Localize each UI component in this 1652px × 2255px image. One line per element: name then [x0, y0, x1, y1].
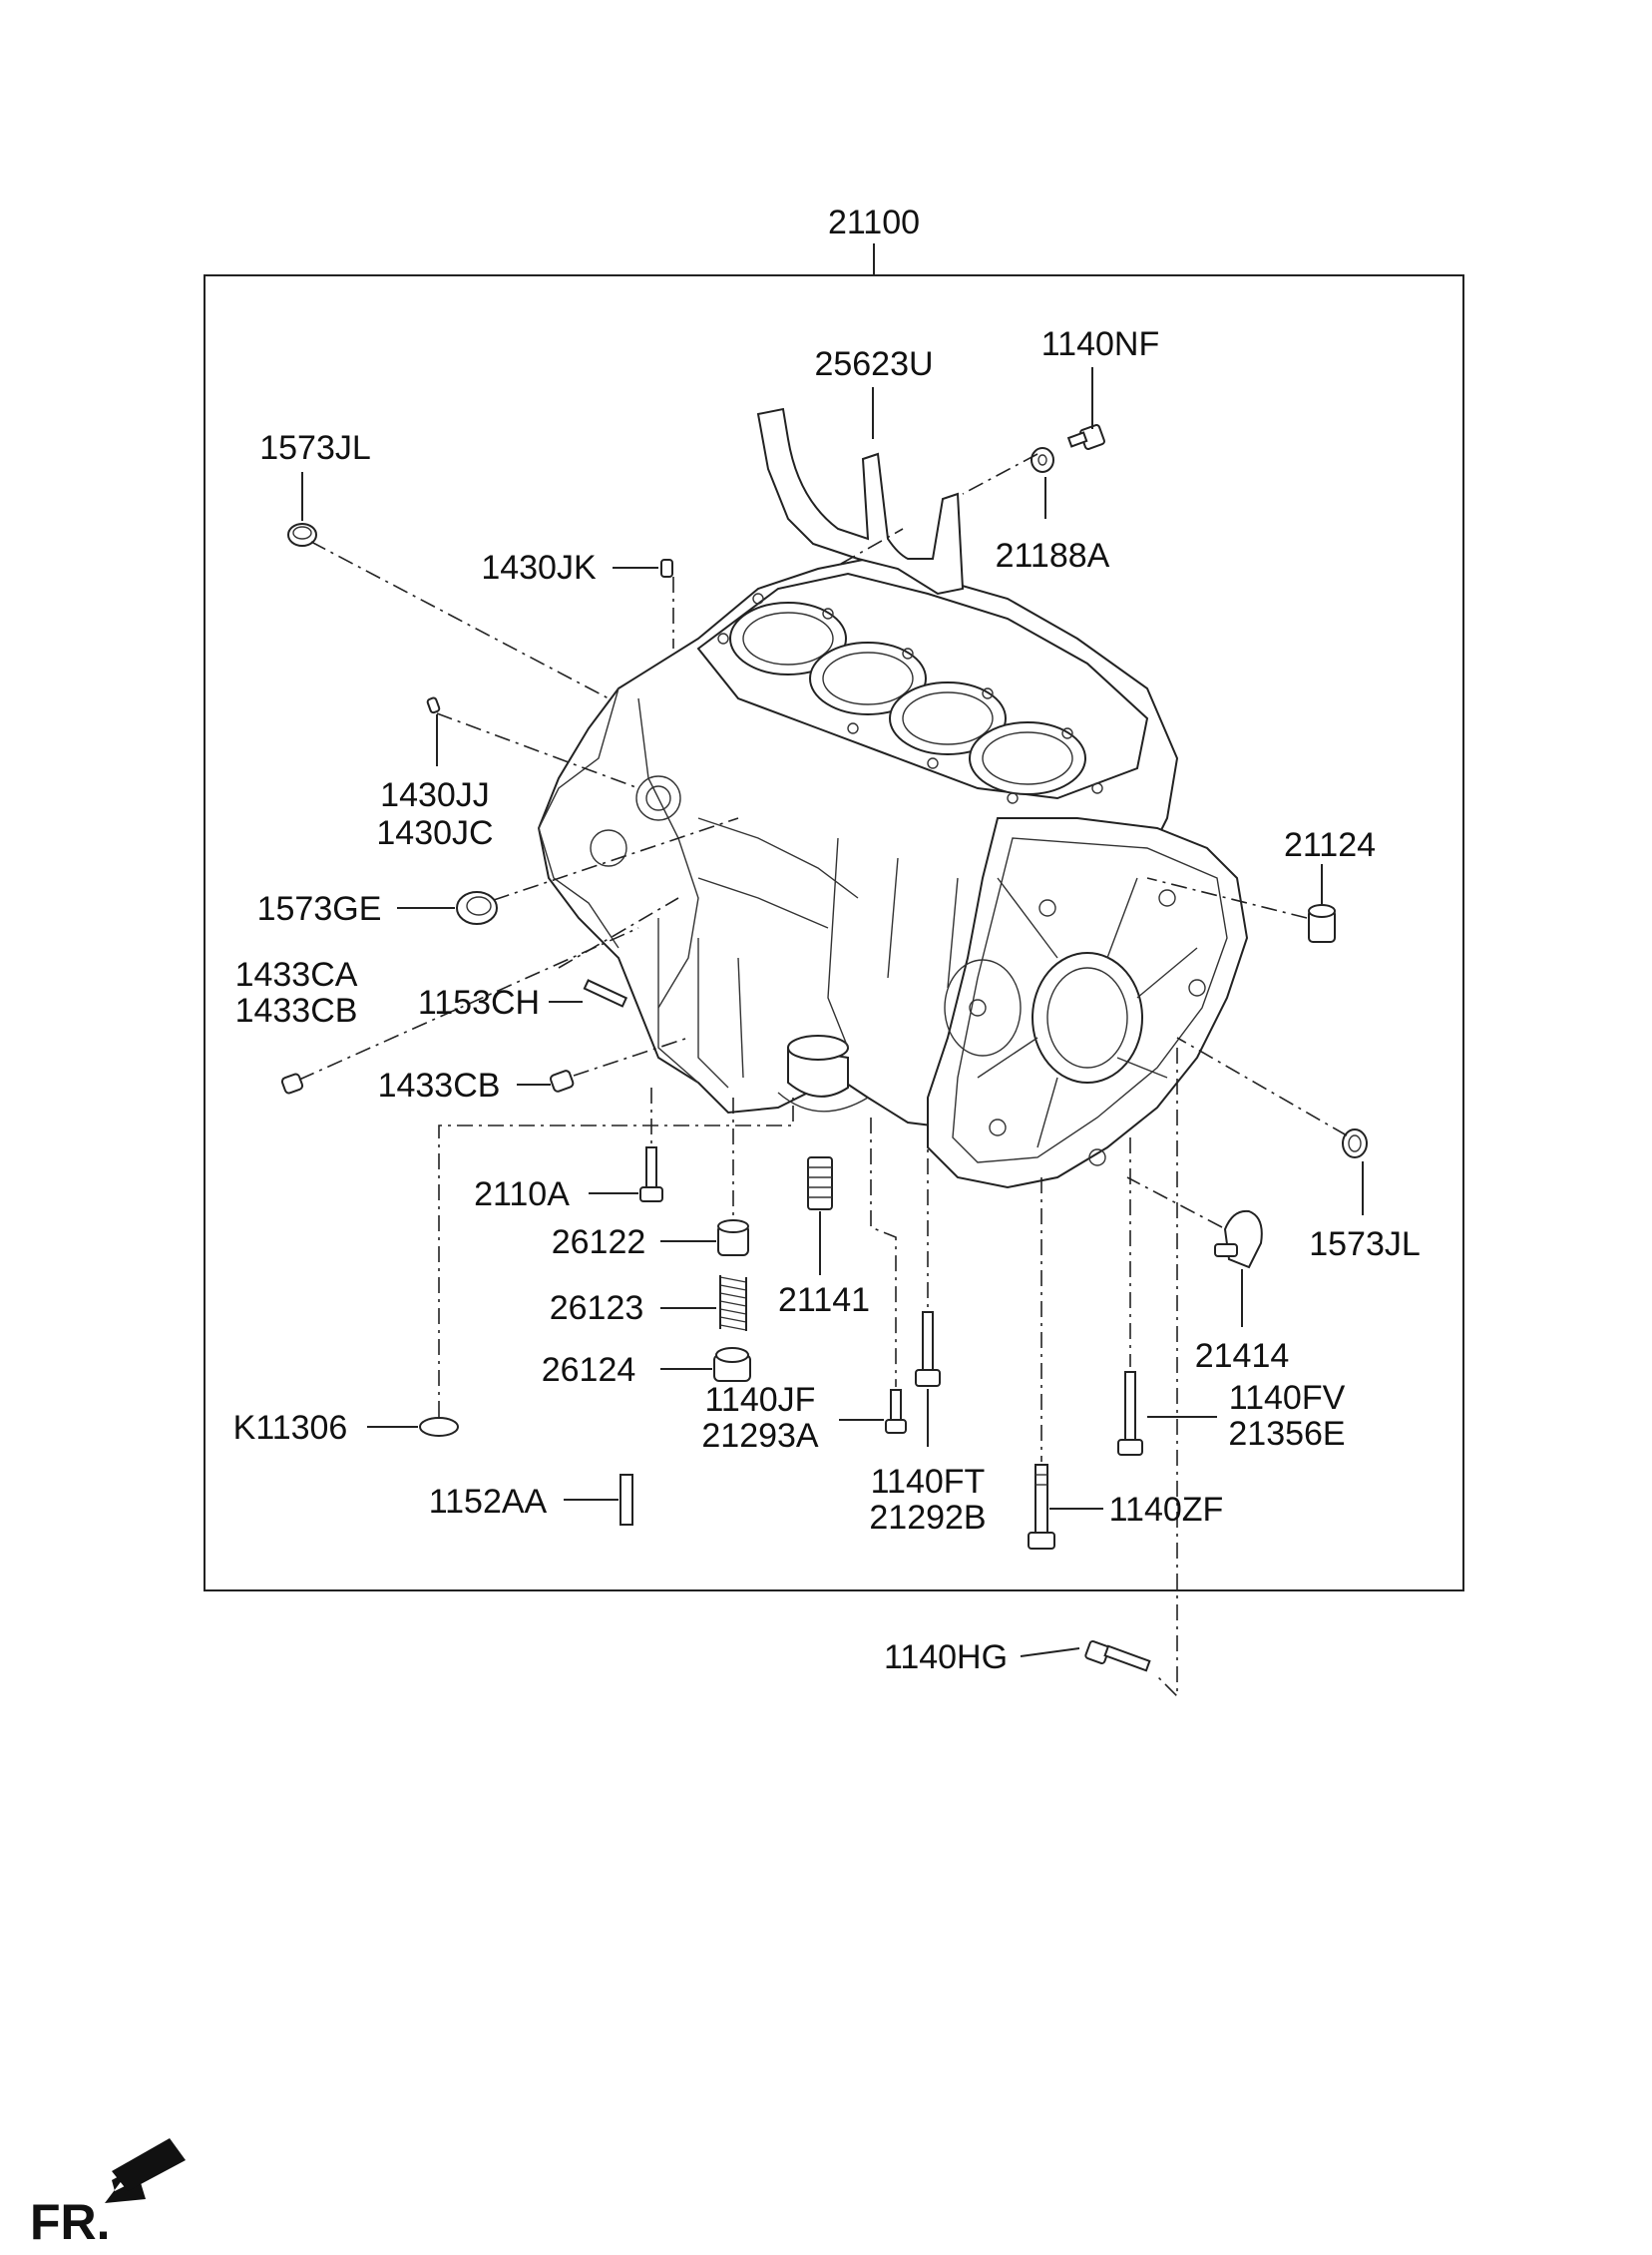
label-21124: 21124	[1284, 826, 1376, 864]
stud-1153CH	[583, 979, 628, 1008]
stud-21141	[807, 1156, 833, 1210]
cylinder-bore-1	[729, 602, 847, 676]
label-1573JL-top: 1573JL	[259, 429, 371, 467]
bolt-1140FV	[1117, 1371, 1143, 1456]
label-1140FT: 1140FT	[871, 1463, 986, 1501]
cylinder-bore-4	[969, 721, 1086, 795]
label-1140JF: 1140JF	[705, 1381, 816, 1419]
cylinder-block-illustration	[537, 557, 1249, 1189]
label-1140NF: 1140NF	[1041, 325, 1159, 363]
plug-1433CB	[549, 1070, 575, 1093]
label-1140FV: 1140FV	[1229, 1379, 1346, 1417]
label-25623U: 25623U	[814, 345, 933, 383]
label-26124: 26124	[542, 1351, 636, 1389]
label-1152AA: 1152AA	[429, 1483, 548, 1521]
label-1430JK: 1430JK	[481, 549, 597, 587]
pin-1430JK	[660, 559, 673, 578]
front-label: FR.	[30, 2194, 111, 2250]
sensor-21414	[1214, 1209, 1263, 1269]
label-21356E: 21356E	[1228, 1415, 1345, 1453]
cylinder-bore-2	[809, 642, 927, 715]
label-1433CB: 1433CB	[378, 1067, 501, 1105]
label-1573GE: 1573GE	[257, 890, 382, 928]
stud-1152AA	[620, 1474, 633, 1526]
bolt-1140ZF	[1028, 1464, 1055, 1550]
label-21414: 21414	[1195, 1337, 1290, 1375]
label-21293A: 21293A	[701, 1417, 819, 1455]
label-1573JL-right: 1573JL	[1309, 1225, 1421, 1263]
seal-1573GE	[456, 891, 498, 925]
plug-1573JL-right	[1342, 1128, 1368, 1158]
label-21141: 21141	[778, 1281, 870, 1319]
label-21188A: 21188A	[996, 537, 1110, 575]
label-2110A: 2110A	[474, 1175, 570, 1213]
bolt-1140NF	[1066, 424, 1105, 450]
label-1433CA: 1433CA	[235, 956, 358, 994]
label-1430JC: 1430JC	[376, 814, 493, 852]
bolt-1140FT	[915, 1311, 941, 1387]
crank-seal-bore	[1032, 952, 1143, 1084]
o-ring-K11306	[419, 1417, 459, 1437]
front-direction-indicator: FR.	[30, 2138, 186, 2250]
label-K11306: K11306	[233, 1409, 348, 1447]
bolt-1140HG	[1084, 1639, 1151, 1672]
timing-guard-25623U	[756, 407, 965, 596]
label-26123: 26123	[550, 1289, 644, 1327]
assembly-frame	[204, 274, 1464, 1591]
bolt-2110A	[639, 1146, 663, 1202]
label-1433CB-left: 1433CB	[235, 992, 358, 1030]
label-1140ZF: 1140ZF	[1109, 1491, 1224, 1529]
label-21292B: 21292B	[869, 1499, 986, 1537]
label-1430JJ: 1430JJ	[380, 776, 490, 814]
label-1140HG: 1140HG	[884, 1638, 1008, 1676]
label-1153CH: 1153CH	[418, 984, 540, 1022]
plug-26124	[713, 1347, 751, 1382]
pin-1430JJ	[426, 696, 441, 714]
bolt-1140JF	[885, 1389, 907, 1434]
spring-26123	[719, 1275, 747, 1331]
dowel-21124	[1308, 904, 1336, 943]
label-26122: 26122	[552, 1223, 646, 1261]
assembly-label: 21100	[828, 204, 920, 241]
plug-1573JL-top	[287, 523, 317, 547]
cylinder-bore-3	[889, 681, 1007, 755]
plug-1433CA	[280, 1073, 304, 1095]
washer-21188A	[1031, 447, 1054, 473]
